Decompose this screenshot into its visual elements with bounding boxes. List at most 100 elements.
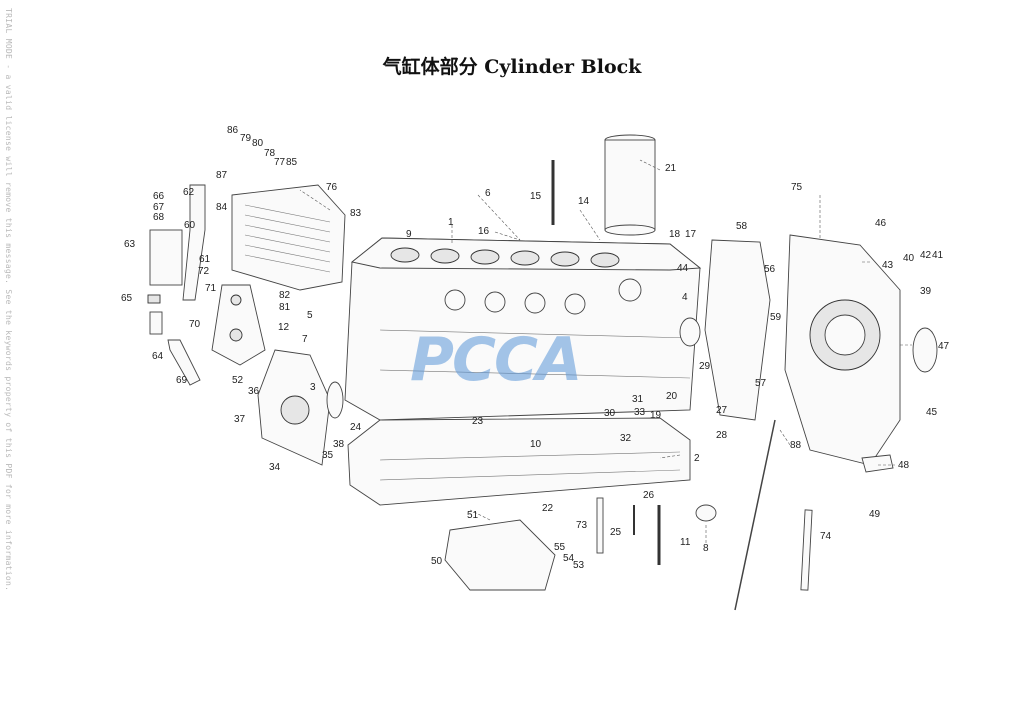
callout-76: 76 bbox=[326, 182, 338, 193]
callout-84: 84 bbox=[216, 202, 228, 213]
bracket-52 bbox=[211, 284, 266, 366]
callout-79: 79 bbox=[240, 133, 252, 144]
callout-40: 40 bbox=[903, 253, 915, 264]
cylinder-liner bbox=[604, 134, 656, 236]
callout-50: 50 bbox=[431, 556, 443, 567]
flywheel-housing bbox=[784, 234, 901, 466]
trial-watermark: TRIAL MODE - a valid license will remove… bbox=[4, 8, 13, 592]
plate-48 bbox=[861, 454, 894, 473]
callout-57: 57 bbox=[755, 378, 767, 389]
dipstick-88 bbox=[734, 419, 776, 611]
callout-69: 69 bbox=[176, 375, 188, 386]
callout-29: 29 bbox=[699, 361, 711, 372]
callout-3: 3 bbox=[310, 382, 316, 393]
callout-54: 54 bbox=[563, 553, 575, 564]
callout-67: 67 bbox=[153, 202, 165, 213]
callout-41: 41 bbox=[932, 250, 944, 261]
callout-55: 55 bbox=[554, 542, 566, 553]
callout-65: 65 bbox=[121, 293, 133, 304]
lower-crankcase bbox=[347, 417, 691, 506]
front-cover-34 bbox=[257, 349, 331, 466]
callout-16: 16 bbox=[478, 226, 490, 237]
callout-56: 56 bbox=[764, 264, 776, 275]
tube-73 bbox=[596, 497, 604, 554]
gasket-plate-56 bbox=[704, 239, 771, 421]
callout-6: 6 bbox=[485, 188, 491, 199]
brand-watermark: PCCA bbox=[410, 325, 582, 395]
callout-32: 32 bbox=[620, 433, 632, 444]
bush-4 bbox=[679, 317, 701, 347]
callout-72: 72 bbox=[198, 266, 210, 277]
callout-labels: 86 79 80 78 77 85 87 76 66 62 67 68 84 6… bbox=[121, 125, 950, 571]
callout-78: 78 bbox=[264, 148, 276, 159]
callout-52: 52 bbox=[232, 375, 244, 386]
callout-17: 17 bbox=[685, 229, 697, 240]
callout-22: 22 bbox=[542, 503, 554, 514]
callout-7: 7 bbox=[302, 334, 308, 345]
callout-62: 62 bbox=[183, 187, 195, 198]
callout-26: 26 bbox=[643, 490, 655, 501]
callout-42: 42 bbox=[920, 250, 932, 261]
callout-30: 30 bbox=[604, 408, 616, 419]
seal-47 bbox=[912, 327, 938, 373]
callout-35: 35 bbox=[322, 450, 334, 461]
callout-8: 8 bbox=[703, 543, 709, 554]
callout-71: 71 bbox=[205, 283, 217, 294]
callout-10: 10 bbox=[530, 439, 542, 450]
callout-88: 88 bbox=[790, 440, 802, 451]
callout-24: 24 bbox=[350, 422, 362, 433]
filter-housing bbox=[147, 184, 206, 386]
callout-15: 15 bbox=[530, 191, 542, 202]
callout-68: 68 bbox=[153, 212, 165, 223]
callout-61: 61 bbox=[199, 254, 211, 265]
bracket-50 bbox=[444, 519, 556, 591]
callout-75: 75 bbox=[791, 182, 803, 193]
callout-2: 2 bbox=[694, 453, 700, 464]
callout-31: 31 bbox=[632, 394, 644, 405]
leader-lines bbox=[299, 159, 912, 545]
callout-46: 46 bbox=[875, 218, 887, 229]
callout-63: 63 bbox=[124, 239, 136, 250]
seal-38 bbox=[326, 381, 344, 419]
callout-34: 34 bbox=[269, 462, 281, 473]
callout-60: 60 bbox=[184, 220, 196, 231]
callout-11: 11 bbox=[680, 537, 691, 548]
cylinder-block bbox=[344, 237, 702, 421]
callout-4: 4 bbox=[682, 292, 688, 303]
callout-64: 64 bbox=[152, 351, 164, 362]
callout-85: 85 bbox=[286, 157, 298, 168]
callout-1: 1 bbox=[448, 217, 454, 228]
callout-43: 43 bbox=[882, 260, 894, 271]
oil-cooler bbox=[231, 184, 346, 291]
callout-9: 9 bbox=[406, 229, 412, 240]
callout-48: 48 bbox=[898, 460, 910, 471]
callout-27: 27 bbox=[716, 405, 728, 416]
callout-53: 53 bbox=[573, 560, 585, 571]
callout-73: 73 bbox=[576, 520, 588, 531]
callout-18: 18 bbox=[669, 229, 681, 240]
callout-38: 38 bbox=[333, 439, 345, 450]
callout-14: 14 bbox=[578, 196, 590, 207]
callout-74: 74 bbox=[820, 531, 832, 542]
callout-86: 86 bbox=[227, 125, 239, 136]
callout-45: 45 bbox=[926, 407, 938, 418]
callout-58: 58 bbox=[736, 221, 748, 232]
callout-83: 83 bbox=[350, 208, 362, 219]
callout-47: 47 bbox=[938, 341, 950, 352]
callout-77: 77 bbox=[274, 157, 286, 168]
callout-81: 81 bbox=[279, 302, 291, 313]
callout-80: 80 bbox=[252, 138, 264, 149]
callout-82: 82 bbox=[279, 290, 291, 301]
callout-49: 49 bbox=[869, 509, 881, 520]
callout-36: 36 bbox=[248, 386, 260, 397]
callout-19: 19 bbox=[650, 410, 662, 421]
callout-44: 44 bbox=[677, 263, 689, 274]
callout-28: 28 bbox=[716, 430, 728, 441]
callout-39: 39 bbox=[920, 286, 932, 297]
callout-37: 37 bbox=[234, 414, 246, 425]
callout-23: 23 bbox=[472, 416, 484, 427]
callout-25: 25 bbox=[610, 527, 622, 538]
tube-74 bbox=[800, 509, 813, 591]
callout-33: 33 bbox=[634, 407, 646, 418]
